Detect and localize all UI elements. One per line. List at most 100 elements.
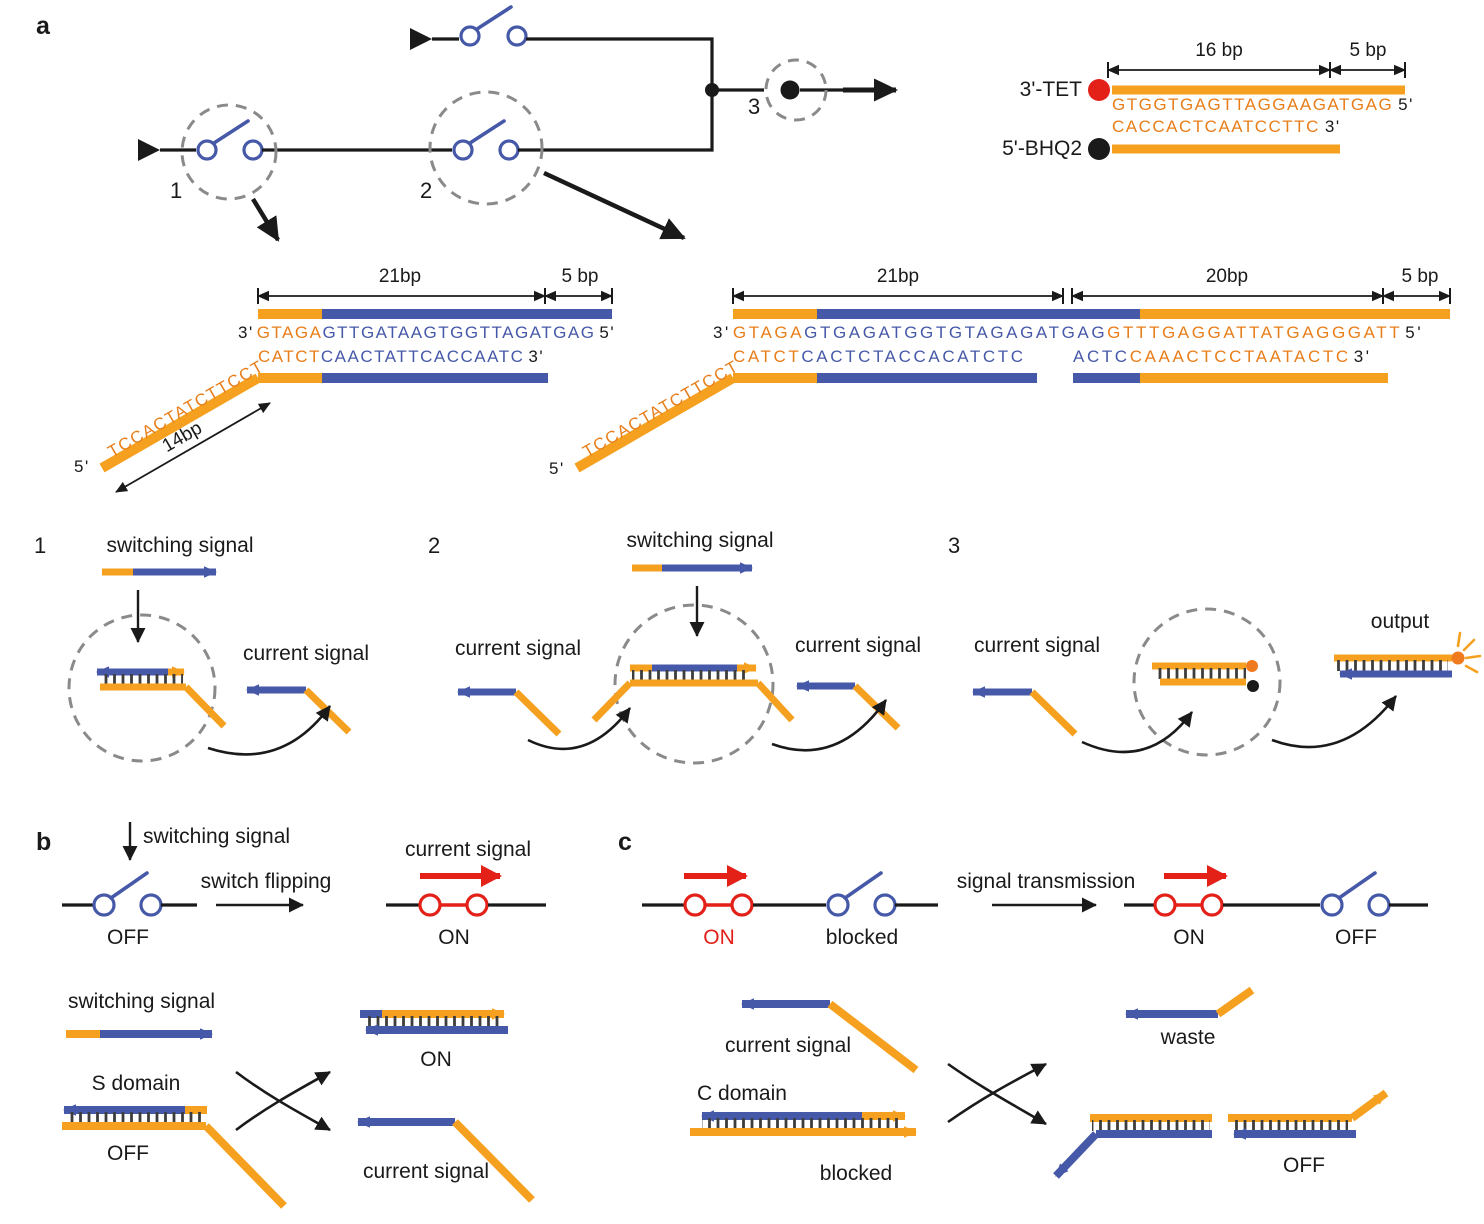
c-on-left-label: ON <box>703 926 735 949</box>
circuit-diagram: 1 2 3 <box>138 5 898 242</box>
step3-current-signal-strand <box>972 686 1078 737</box>
switch-top-contact-left <box>459 25 481 47</box>
step2-current-signal-right-label: current signal <box>795 634 921 657</box>
bhq-label: 5'-BHQ2 <box>1002 137 1082 160</box>
step3-output-duplex <box>1334 631 1482 680</box>
c-waste-strand <box>1125 986 1255 1020</box>
step3-output-arrow <box>1271 695 1398 749</box>
panel-b-reaction: switching signal S domain OFF ON current… <box>62 990 535 1209</box>
step3-quencher-dot <box>1247 680 1259 692</box>
mechanism-step-3: 3 current signal output <box>948 533 1482 757</box>
step2-current-signal-right-strand <box>796 680 901 731</box>
switch2-lever <box>468 119 506 145</box>
switch3-node <box>780 80 800 100</box>
switch2-contact-left <box>452 139 474 161</box>
switch2-number: 2 <box>420 178 432 203</box>
switch1-lever <box>212 119 250 145</box>
b-off-duplex <box>62 1104 287 1209</box>
reporter-16bp-label: 16 bp <box>1195 40 1243 61</box>
dashed-circle-2 <box>428 90 544 206</box>
switch2-contact-right <box>498 139 520 161</box>
step3-output-label: output <box>1371 610 1430 633</box>
step3-fluorophore-dot <box>1246 660 1258 672</box>
dashed-circle-1 <box>180 103 278 201</box>
step3-dashed-circle <box>1132 607 1282 757</box>
dna2-20bp-label: 20bp <box>1206 266 1248 287</box>
b-rx-switching-signal-label: switching signal <box>68 990 215 1013</box>
c-blocked-label: blocked <box>826 926 898 949</box>
dna2-5bp-label: 5 bp <box>1402 266 1439 287</box>
callout-arrow-switch2 <box>543 170 686 241</box>
c-switch-on-left <box>642 893 826 917</box>
switch-top-lever <box>475 5 513 31</box>
step2-dashed-circle <box>613 603 775 765</box>
step1-switch-duplex <box>96 666 227 729</box>
step2-release-arrow <box>771 699 888 752</box>
c-rx-off-label: OFF <box>1283 1154 1325 1177</box>
panel-a-label: a <box>36 12 51 40</box>
dna2-21bp-label: 21bp <box>877 266 919 287</box>
dna2-top-sequence: 3'GTAGAGTGAGATGGTGTAGAGATGAGGTTTGAGGATTA… <box>713 323 1423 342</box>
c-c-domain-label: C domain <box>697 1082 787 1105</box>
wire-bottom-branch <box>518 90 714 152</box>
step2-number: 2 <box>428 533 440 558</box>
step3-input-arrow <box>1081 711 1194 754</box>
c-switch-blocked <box>826 871 938 917</box>
b-switch-flipping-label: switch flipping <box>201 870 332 893</box>
c-signal-transmission-label: signal transmission <box>957 870 1136 893</box>
step1-current-signal-strand <box>246 684 352 735</box>
panel-b-top: switching signal OFF switch flipping cur… <box>62 822 546 949</box>
b-s-domain-label: S domain <box>92 1072 181 1095</box>
mechanism-step-1: 1 switching signal current signal <box>34 533 369 763</box>
panel-c-top: ON blocked signal transmission ON OFF <box>642 865 1428 949</box>
step2-input-arrow <box>527 707 632 751</box>
step1-switching-signal-label: switching signal <box>106 534 253 557</box>
dna2-toehold-end: 5' <box>549 459 565 478</box>
c-rx-blocked-label: blocked <box>820 1162 892 1185</box>
b-on-duplex <box>360 1008 508 1036</box>
b-off-label: OFF <box>107 926 149 949</box>
c-switch-off <box>1320 871 1428 917</box>
b-on-label: ON <box>438 926 470 949</box>
step2-switching-signal-label: switching signal <box>626 529 773 552</box>
step3-current-signal-label: current signal <box>974 634 1100 657</box>
c-rx-current-signal-label: current signal <box>725 1034 851 1057</box>
switch3-number: 3 <box>748 94 760 119</box>
step1-dashed-circle <box>67 613 217 763</box>
b-current-signal-label: current signal <box>405 838 531 861</box>
switch-top-contact-right <box>506 25 528 47</box>
panel-c-reaction: current signal C domain blocked waste OF… <box>690 986 1389 1185</box>
switch2-dna: 21bp 20bp 5 bp 3'GTAGAGTGAGATGGTGTAGAGAT… <box>549 266 1451 478</box>
step2-current-signal-left-strand <box>457 686 562 737</box>
c-waste-label: waste <box>1160 1026 1216 1049</box>
b-rx-on-label: ON <box>420 1048 452 1071</box>
dna2-toehold-sequence: TCCACTATCTTCCT <box>580 356 743 461</box>
panel-b-label: b <box>36 828 51 856</box>
step2-current-signal-left-label: current signal <box>455 637 581 660</box>
step1-number: 1 <box>34 533 46 558</box>
c-exchange-arrows <box>947 1062 1047 1126</box>
callout-arrow-switch1 <box>251 197 280 242</box>
b-switch-on <box>386 893 546 917</box>
step1-release-arrow <box>207 705 332 756</box>
step3-reporter-duplex <box>1152 660 1259 692</box>
input-arrow-bottom <box>138 139 160 161</box>
b-rx-off-label: OFF <box>107 1142 149 1165</box>
b-exchange-arrows <box>235 1070 331 1132</box>
switch1-contact-left <box>196 139 218 161</box>
c-on-right-label: ON <box>1173 926 1205 949</box>
b-switching-signal-label: switching signal <box>143 825 290 848</box>
dashed-circle-3 <box>764 58 828 122</box>
input-arrow-top <box>410 28 432 50</box>
c-switch-on-right <box>1124 893 1320 917</box>
b-switch-off <box>62 871 197 917</box>
output-fluorophore-dot <box>1451 651 1465 665</box>
